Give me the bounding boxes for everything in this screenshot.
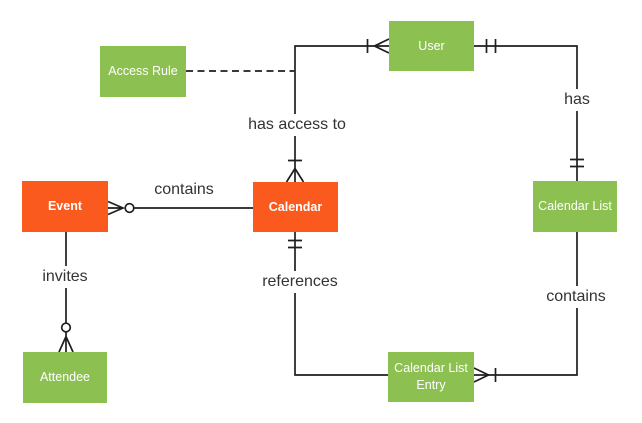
one-and-only-one-marker-calendar (288, 239, 302, 249)
connector-list-contains-entry (473, 232, 578, 383)
connector-calendar-references-entry (288, 232, 388, 376)
entity-access-rule[interactable]: Access Rule (100, 46, 186, 97)
zero-or-many-marker-attendee (58, 331, 74, 353)
entity-access-rule-label: Access Rule (108, 64, 178, 79)
entity-user-label: User (418, 38, 445, 53)
relationship-label-invites: invites (37, 266, 93, 288)
one-or-many-marker-calendar (285, 159, 305, 183)
zero-marker-circle (124, 202, 135, 214)
relationship-label-contains-list-entry: contains (541, 286, 611, 308)
entity-event-label: Event (47, 199, 83, 214)
entity-calendar-list-entry[interactable]: Calendar List Entry (388, 352, 474, 402)
connector-line (474, 45, 578, 181)
one-or-many-marker-user (366, 38, 390, 54)
entity-calendar[interactable]: Calendar (253, 182, 338, 232)
relationship-label-contains-event-calendar: contains (149, 179, 219, 201)
entity-calendar-list[interactable]: Calendar List (533, 181, 617, 232)
connector-line (294, 45, 389, 182)
entity-calendar-list-entry-label: Calendar List Entry (394, 361, 468, 392)
entity-calendar-label: Calendar (268, 199, 323, 214)
one-or-many-marker-entry (473, 367, 497, 383)
one-and-only-one-marker-calendar-list (570, 158, 584, 168)
entity-attendee[interactable]: Attendee (23, 352, 107, 403)
connector-user-has-calendar-list (474, 39, 584, 181)
connector-event-contains-calendar (107, 200, 253, 216)
relationship-label-references: references (257, 271, 343, 293)
connector-event-invites-attendee (58, 232, 74, 353)
relationship-label-has: has (559, 89, 595, 111)
connector-line (294, 232, 388, 376)
connector-line (474, 232, 578, 376)
entity-user[interactable]: User (389, 21, 474, 71)
connector-calendar-has-access-to-user (285, 38, 390, 183)
zero-marker-circle (60, 322, 72, 333)
zero-or-many-marker-event (107, 200, 126, 216)
entity-calendar-list-label: Calendar List (538, 199, 612, 214)
relationship-label-has-access-to: has access to (243, 114, 351, 136)
entity-event[interactable]: Event (22, 181, 108, 232)
one-and-only-one-marker-user (485, 39, 497, 53)
entity-attendee-label: Attendee (39, 370, 91, 385)
